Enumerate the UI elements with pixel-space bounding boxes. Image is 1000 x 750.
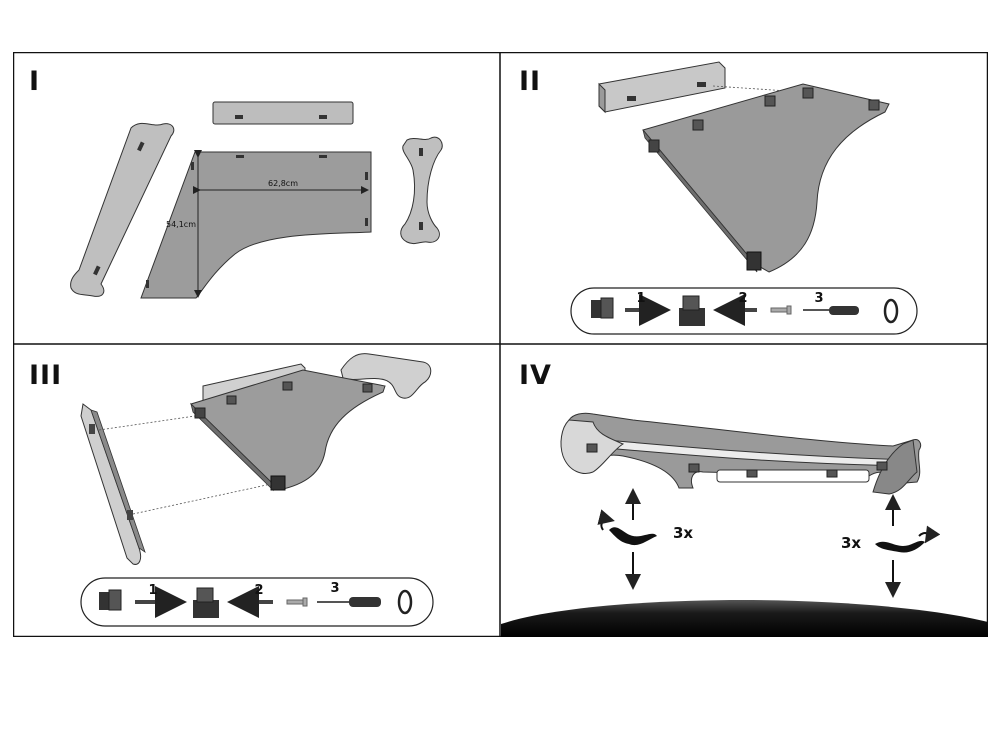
bracket-slot-icon <box>127 510 133 520</box>
guide-line <box>132 483 272 515</box>
right-bracket-piece <box>872 439 918 495</box>
panel-4: 3x 3x <box>501 412 988 637</box>
bracket-slot-icon <box>89 424 95 434</box>
left-bracket-piece <box>70 122 175 297</box>
rail-slot-icon <box>235 115 243 119</box>
guide-line <box>712 85 804 93</box>
connector-icon <box>270 475 286 491</box>
instruction-sheet: 62,8cm 54,1cm 1 <box>13 52 988 637</box>
shelf-slot-icon <box>236 155 244 158</box>
rail-piece <box>598 61 726 113</box>
bracket-slot-icon <box>419 222 423 230</box>
twist-arrow-icon <box>597 509 657 546</box>
bracket-slot-icon <box>137 141 145 152</box>
shelf-panel-piece <box>190 369 386 491</box>
rail-piece <box>716 469 870 483</box>
step-3-label: 3 <box>814 291 823 306</box>
connector-icon <box>692 119 704 131</box>
panel-1: 62,8cm 54,1cm <box>70 101 443 299</box>
shelf-slot-icon <box>191 162 194 170</box>
screwdriver-icon <box>803 306 859 315</box>
turns-right-label: 3x <box>841 534 861 552</box>
connector-icon <box>746 469 758 478</box>
car-roof <box>501 600 988 637</box>
bracket-slot-icon <box>93 265 101 276</box>
shelf-slot-icon <box>146 280 149 288</box>
right-bracket-piece <box>340 353 432 399</box>
height-dimension-label: 54,1cm <box>166 220 196 229</box>
screw-icon <box>770 305 792 315</box>
turns-left-label: 3x <box>673 524 693 542</box>
panel-2: 1 2 3 <box>570 61 918 335</box>
connector-icon <box>802 87 814 99</box>
connector-icon <box>876 461 888 471</box>
connector-icon <box>362 383 373 393</box>
connector-icon <box>764 95 776 107</box>
rotate-arrow-icon <box>397 589 413 615</box>
shelf-edge <box>642 129 758 273</box>
connector-block-icon <box>591 297 614 319</box>
step-2-label: 2 <box>738 291 747 306</box>
step-label-iii: III <box>29 360 63 391</box>
connector-icon <box>688 463 700 473</box>
connector-icon <box>746 251 762 271</box>
step-label-iv: IV <box>519 360 552 391</box>
connector-block-icon <box>99 589 122 611</box>
screwdriver-icon <box>317 597 381 607</box>
guide-line <box>98 415 196 431</box>
step-3-label: 3 <box>330 581 339 596</box>
connector-icon <box>194 407 206 419</box>
rail-slot-icon <box>697 82 706 87</box>
shelf-slot-icon <box>365 218 368 226</box>
width-dimension-label: 62,8cm <box>268 179 298 188</box>
rail-slot-icon <box>319 115 327 119</box>
right-bracket-piece <box>400 136 443 245</box>
step-1-label: 1 <box>636 291 645 306</box>
rail-piece <box>212 101 354 125</box>
step-label-i: I <box>29 66 41 97</box>
shelf-panel-piece <box>642 83 890 273</box>
connector-icon <box>282 381 293 391</box>
step-1-label: 1 <box>148 583 157 598</box>
connector-icon <box>868 99 880 111</box>
connector-icon <box>826 469 838 478</box>
mounted-connector-icon <box>679 295 705 326</box>
step-label-ii: II <box>519 66 542 97</box>
instruction-grid: 62,8cm 54,1cm 1 <box>13 52 988 637</box>
step-2-label: 2 <box>254 583 263 598</box>
shelf-slot-icon <box>319 155 327 158</box>
rotate-arrow-icon <box>883 298 899 324</box>
connector-icon <box>648 139 660 153</box>
mounted-connector-icon <box>193 587 219 618</box>
panel-3: 1 2 3 <box>80 353 434 627</box>
connector-icon <box>226 395 237 405</box>
shelf-slot-icon <box>365 172 368 180</box>
screw-icon <box>286 597 308 607</box>
rail-slot-icon <box>627 96 636 101</box>
connector-icon <box>586 443 598 453</box>
twist-arrow-icon <box>875 525 941 553</box>
bracket-slot-icon <box>419 148 423 156</box>
rail-edge <box>598 82 606 114</box>
